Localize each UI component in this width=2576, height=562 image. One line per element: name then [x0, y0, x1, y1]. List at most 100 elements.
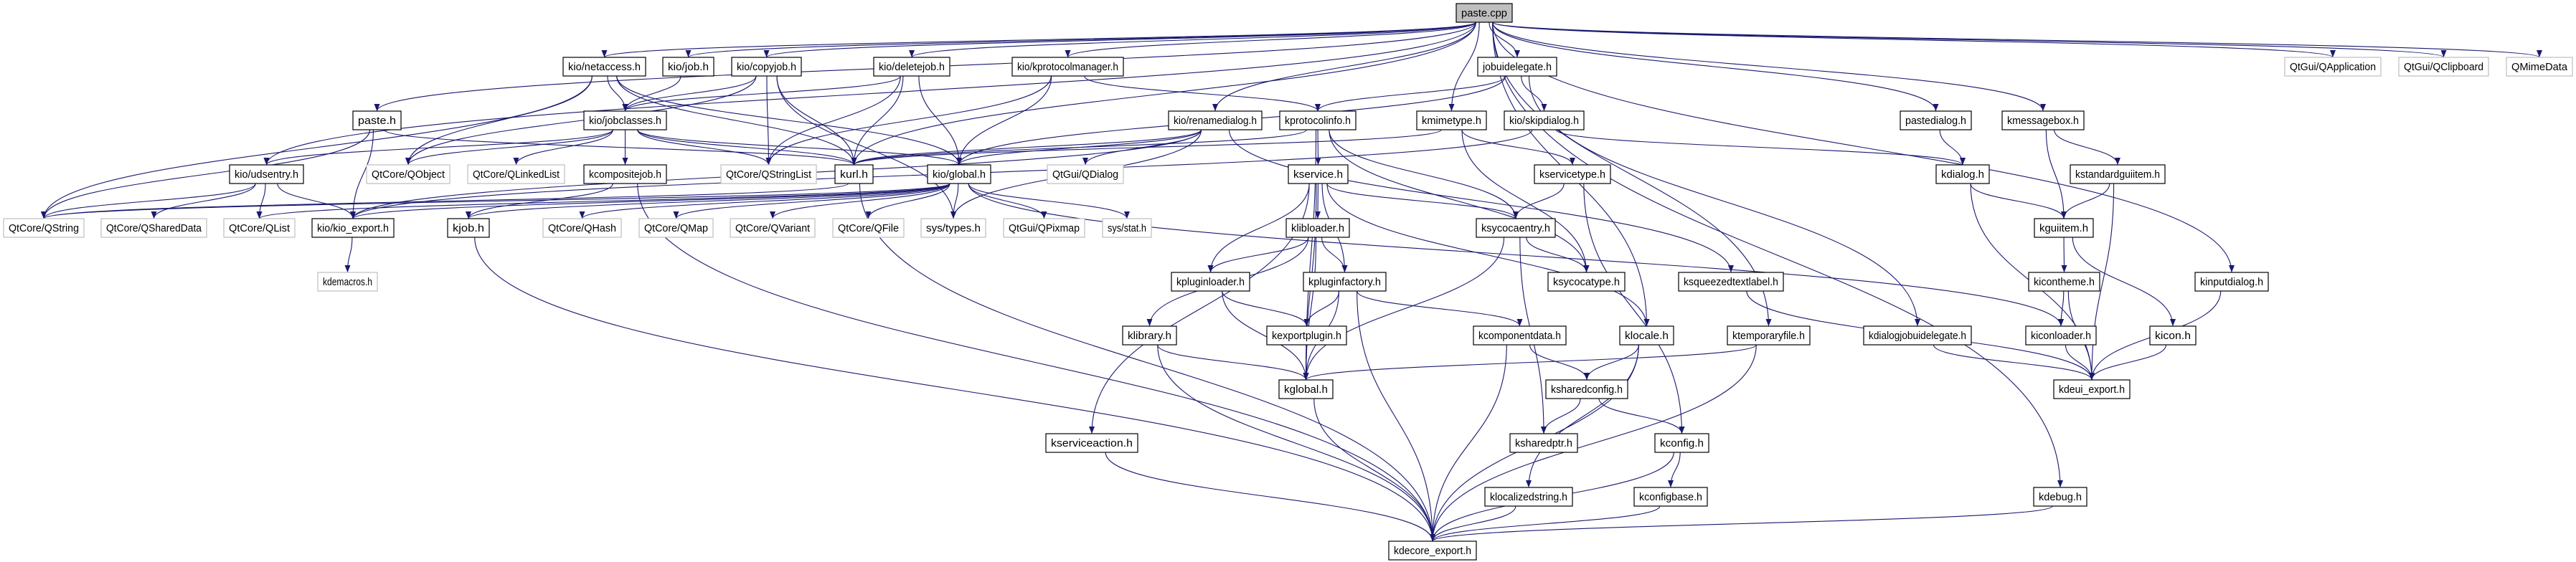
- node-kio-deletejob-h[interactable]: kio/deletejob.h: [873, 57, 950, 77]
- node-paste-cpp[interactable]: paste.cpp: [1456, 3, 1513, 23]
- node-kio-skipdialog-h[interactable]: kio/skipdialog.h: [1504, 110, 1585, 130]
- edge-paste-cpp-to-kio-renamedialog-h: [1212, 22, 1476, 112]
- node-kio-copyjob-h[interactable]: kio/copyjob.h: [731, 57, 802, 77]
- node-box: [1477, 57, 1557, 77]
- node-label: kconfig.h: [1660, 437, 1704, 449]
- node-kdebug-h[interactable]: kdebug.h: [2033, 487, 2087, 507]
- node-kconfigbase-h[interactable]: kconfigbase.h: [1633, 487, 1708, 507]
- node-label: kinputdialog.h: [2200, 276, 2263, 288]
- node-kiconloader-h[interactable]: kiconloader.h: [2025, 325, 2097, 346]
- node-kio-udsentry-h[interactable]: kio/udsentry.h: [229, 164, 304, 184]
- node-box: [2398, 57, 2489, 77]
- edge-kstandardguiitem-h-to-kdeui-export-h: [2089, 183, 2115, 381]
- node-box: [2070, 164, 2166, 184]
- node-jobuidelegate-h[interactable]: jobuidelegate.h: [1477, 57, 1557, 77]
- node-kdialogjobuidelegate-h[interactable]: kdialogjobuidelegate.h: [1863, 325, 1972, 346]
- node-kpluginfactory-h[interactable]: kpluginfactory.h: [1303, 272, 1387, 292]
- node-kstandardguiitem-h[interactable]: kstandardguiitem.h: [2070, 164, 2166, 184]
- node-kservicetype-h[interactable]: kservicetype.h: [1534, 164, 1611, 184]
- edge-kpluginfactory-h-to-kexportplugin-h: [1303, 290, 1340, 327]
- node-kdeui-export-h[interactable]: kdeui_export.h: [2053, 379, 2131, 399]
- edge-kio-renamedialog-h-to-kurl-h: [851, 129, 1202, 166]
- node-kglobal-h[interactable]: kglobal.h: [1278, 379, 1334, 399]
- node-kio-kio-export-h[interactable]: kio/kio_export.h: [311, 218, 395, 238]
- node-ksycocaentry-h[interactable]: ksycocaentry.h: [1476, 218, 1556, 238]
- edge-kmimetype-h-to-kservicetype-h: [1461, 129, 1575, 166]
- node-kmessagebox-h[interactable]: kmessagebox.h: [2001, 110, 2085, 130]
- node-kio-renamedialog-h[interactable]: kio/renamedialog.h: [1168, 110, 1263, 130]
- node-box: [1279, 110, 1357, 130]
- edge-kio-kio-export-h-to-kdemacros-h: [344, 237, 353, 273]
- node-label: ksycocatype.h: [1553, 276, 1620, 288]
- edge-kio-udsentry-h-to-qtcore-qshareddata: [151, 183, 256, 219]
- node-kio-job-h[interactable]: kio/job.h: [662, 57, 714, 77]
- node-kjob-h[interactable]: kjob.h: [447, 218, 490, 238]
- node-kurl-h[interactable]: kurl.h: [834, 164, 874, 184]
- node-kio-netaccess-h[interactable]: kio/netaccess.h: [562, 57, 646, 77]
- node-sys-types-h: sys/types.h: [920, 218, 986, 238]
- node-ksycocatype-h[interactable]: ksycocatype.h: [1547, 272, 1626, 292]
- node-label: klocale.h: [1625, 330, 1669, 342]
- node-kconfig-h[interactable]: kconfig.h: [1654, 433, 1709, 453]
- node-kguiitem-h[interactable]: kguiitem.h: [2034, 218, 2094, 238]
- edge-kio-skipdialog-h-to-kdialog-h: [1555, 129, 1966, 166]
- node-label: kio/jobclasses.h: [589, 115, 661, 127]
- edge-kio-jobclasses-h-to-kio-udsentry-h: [263, 129, 613, 166]
- node-kcompositejob-h[interactable]: kcompositejob.h: [583, 164, 667, 184]
- edge-kservice-h-to-klocale-h: [1326, 183, 1650, 327]
- node-label: kio/netaccess.h: [568, 61, 641, 73]
- node-label: kicontheme.h: [2034, 276, 2095, 288]
- node-kservice-h[interactable]: kservice.h: [1288, 164, 1349, 184]
- node-kmimetype-h[interactable]: kmimetype.h: [1416, 110, 1487, 130]
- node-kdecore-export-h[interactable]: kdecore_export.h: [1388, 540, 1477, 561]
- node-box: [1727, 325, 1811, 346]
- node-kio-kprotocolmanager-h[interactable]: kio/kprotocolmanager.h: [1011, 57, 1124, 77]
- node-kinputdialog-h[interactable]: kinputdialog.h: [2194, 272, 2269, 292]
- node-box: [1266, 325, 1347, 346]
- node-klibrary-h[interactable]: klibrary.h: [1122, 325, 1177, 346]
- node-pastedialog-h[interactable]: pastedialog.h: [1900, 110, 1972, 130]
- node-kprotocolinfo-h[interactable]: kprotocolinfo.h: [1279, 110, 1357, 130]
- edge-ktemporaryfile-h-to-kdecore-export-h: [1430, 344, 1757, 542]
- node-label: ktemporaryfile.h: [1732, 330, 1805, 342]
- node-kexportplugin-h[interactable]: kexportplugin.h: [1266, 325, 1347, 346]
- node-label: kdemacros.h: [323, 276, 372, 288]
- node-ksharedptr-h[interactable]: ksharedptr.h: [1509, 433, 1578, 453]
- node-label: kserviceaction.h: [1051, 437, 1133, 449]
- node-box: [1678, 272, 1784, 292]
- node-kio-jobclasses-h[interactable]: kio/jobclasses.h: [583, 110, 667, 130]
- edge-paste-cpp-to-kio-netaccess-h: [602, 22, 1476, 58]
- node-ksqueezedtextlabel-h[interactable]: ksqueezedtextlabel.h: [1678, 272, 1784, 292]
- edge-kconfigbase-h-to-kdecore-export-h: [1430, 505, 1661, 542]
- node-box: [1278, 379, 1334, 399]
- edge-kprotocolinfo-h-to-kurl-h: [851, 129, 1307, 166]
- edge-kio-udsentry-h-to-qtcore-qstring: [41, 183, 256, 219]
- node-klocalizedstring-h[interactable]: klocalizedstring.h: [1484, 487, 1573, 507]
- node-label: kcomponentdata.h: [1478, 330, 1561, 342]
- node-box: [730, 218, 816, 238]
- node-kicontheme-h[interactable]: kicontheme.h: [2028, 272, 2100, 292]
- node-kpluginloader-h[interactable]: kpluginloader.h: [1171, 272, 1250, 292]
- edge-pastedialog-h-to-kdialog-h: [1939, 129, 1966, 166]
- node-label: kguiitem.h: [2039, 222, 2088, 234]
- node-box: [1168, 110, 1263, 130]
- edge-paste-h-to-kurl-h: [383, 129, 857, 166]
- node-kdialog-h[interactable]: kdialog.h: [1935, 164, 1990, 184]
- node-kcomponentdata-h[interactable]: kcomponentdata.h: [1473, 325, 1567, 346]
- edge-kio-jobclasses-h-to-qtcore-qobject: [405, 129, 613, 166]
- edge-ksharedconfig-h-to-ksharedptr-h: [1541, 398, 1581, 434]
- node-label: kio/copyjob.h: [737, 61, 796, 73]
- node-kserviceaction-h[interactable]: kserviceaction.h: [1045, 433, 1138, 453]
- edge-paste-cpp-to-kmimetype-h: [1448, 22, 1480, 112]
- node-box: [834, 164, 874, 184]
- node-klibloader-h[interactable]: klibloader.h: [1285, 218, 1350, 238]
- node-box: [366, 164, 450, 184]
- node-kio-global-h[interactable]: kio/global.h: [927, 164, 991, 184]
- edge-kmessagebox-h-to-kstandardguiitem-h: [2054, 129, 2120, 166]
- node-ksharedconfig-h[interactable]: ksharedconfig.h: [1545, 379, 1628, 399]
- node-kicon-h[interactable]: kicon.h: [2149, 325, 2197, 346]
- node-paste-h[interactable]: paste.h: [352, 110, 402, 130]
- edge-paste-cpp-to-kurl-h: [851, 22, 1476, 166]
- node-ktemporaryfile-h[interactable]: ktemporaryfile.h: [1727, 325, 1811, 346]
- node-klocale-h[interactable]: klocale.h: [1619, 325, 1674, 346]
